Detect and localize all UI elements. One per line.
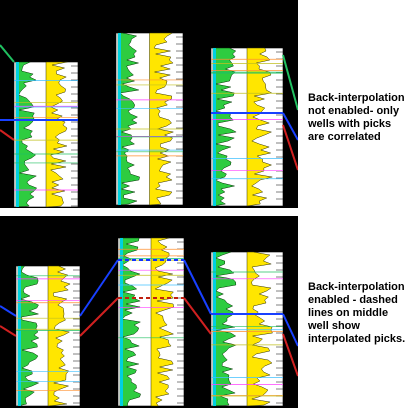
correlation-line (282, 313, 298, 347)
gamma-log-fill (212, 47, 237, 207)
cyan-log-strip (118, 33, 121, 205)
well-middle (117, 237, 185, 407)
cyan-log-strip (213, 48, 216, 206)
well-middle (115, 32, 184, 206)
top-correlation-panel (0, 0, 298, 208)
correlation-line (79, 259, 119, 317)
cyan-log-strip (213, 252, 216, 406)
bottom-correlation-panel (0, 216, 298, 408)
well-right (210, 251, 284, 407)
resistivity-log-fill (246, 47, 273, 207)
correlation-line (0, 305, 17, 317)
correlation-line (0, 129, 15, 141)
caption-back-interpolation-disabled: Back-interpolation not enabled- only wel… (308, 92, 405, 143)
caption-back-interpolation-enabled: Back-interpolation enabled - dashed line… (308, 281, 406, 345)
cyan-log-strip (16, 62, 19, 207)
cyan-log-strip (120, 238, 123, 406)
cyan-log-strip (18, 266, 21, 406)
well-left (13, 61, 79, 208)
correlation-line (282, 112, 298, 141)
resistivity-log-fill (45, 61, 68, 208)
correlation-line (0, 325, 17, 337)
resistivity-log-fill (149, 32, 175, 206)
correlation-line (282, 124, 298, 171)
bottom-well-section (0, 237, 298, 407)
correlation-line (79, 297, 119, 337)
gamma-log-fill (117, 32, 140, 206)
correlation-line (183, 297, 212, 335)
correlation-line (183, 259, 212, 315)
gamma-log-fill (15, 61, 38, 208)
well-left (15, 265, 81, 407)
correlation-line (282, 333, 298, 377)
resistivity-log-fill (150, 237, 175, 407)
top-well-section (0, 32, 298, 208)
correlation-line (282, 54, 298, 111)
well-right (210, 47, 284, 207)
correlation-line (0, 44, 15, 63)
